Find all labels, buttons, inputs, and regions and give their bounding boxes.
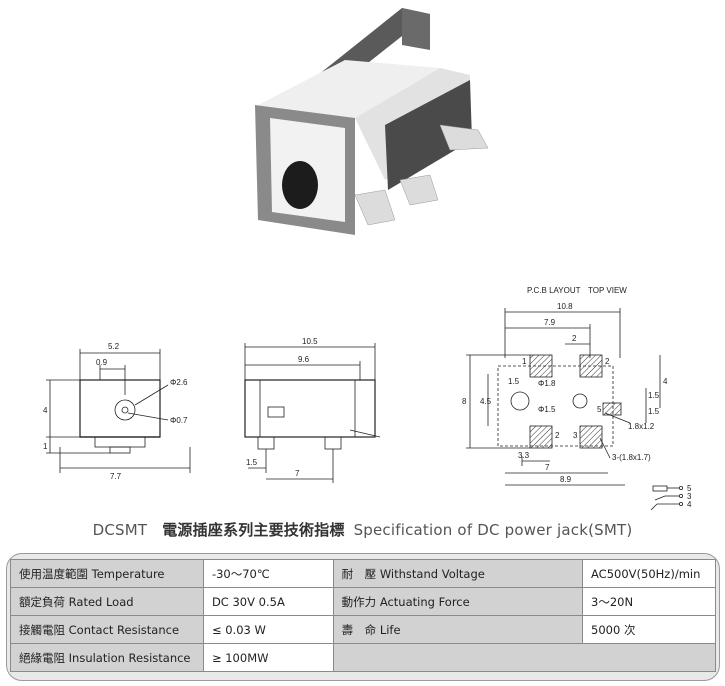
- pad-2-bottom-left: [529, 425, 553, 449]
- label-zh: 接觸電阻: [19, 622, 65, 637]
- label-en: Temperature: [91, 566, 165, 581]
- table-row: 接觸電阻 Contact Resistance ≤ 0.03 W 壽 命 Lif…: [10, 615, 716, 644]
- label-zh: 耐 壓: [341, 566, 377, 581]
- front-w-mid: 0.9: [96, 358, 108, 367]
- pad-label-2b: 2: [605, 357, 610, 366]
- table-row: 使用温度範圍 Temperature -30～70℃ 耐 壓 Withstand…: [10, 559, 716, 588]
- spec-value-cell: DC 30V 0.5A: [202, 587, 334, 616]
- title-chinese: 電源插座系列主要技術指標: [162, 521, 345, 539]
- spec-label-cell: 耐 壓 Withstand Voltage: [332, 559, 584, 588]
- spec-label-cell: 動作力 Actuating Force: [332, 587, 584, 616]
- schematic-pin-4: 4: [687, 500, 692, 509]
- empty-cell: [332, 643, 717, 672]
- label-en: Life: [379, 622, 401, 637]
- pad-top-right: [579, 354, 603, 378]
- label-zh: 動作力: [341, 594, 377, 609]
- front-dia-small: Φ0.7: [170, 416, 188, 425]
- pcb-h-mid: 4.5: [480, 397, 492, 406]
- pcb-hole-small: Φ1.5: [538, 405, 556, 414]
- spec-value-cell: AC500V(50Hz)/min: [582, 559, 716, 588]
- label-zh: 壽 命: [341, 622, 377, 637]
- model-name: DCSMT: [92, 521, 148, 539]
- spec-table: 使用温度範圍 Temperature -30～70℃ 耐 壓 Withstand…: [10, 559, 717, 672]
- pcb-w2: 7.9: [544, 318, 556, 327]
- spec-label-cell: 壽 命 Life: [332, 615, 584, 644]
- pad-3-bottom-right: [579, 425, 603, 449]
- product-image: [255, 8, 489, 235]
- schematic-pin-3: 3: [687, 492, 692, 501]
- side-view-drawing: 10.5 9.6 1.5 7: [244, 337, 381, 483]
- pad-5: [602, 402, 622, 416]
- front-h-small: 1: [43, 442, 48, 451]
- side-w-small: 1.5: [246, 458, 258, 467]
- pcb-w-b2: 7: [545, 463, 550, 472]
- pcb-h-right3: 1.5: [648, 407, 660, 416]
- spec-value-cell: 5000 次: [582, 615, 716, 644]
- pcb-w-top: 10.8: [557, 302, 573, 311]
- label-en: Contact Resistance: [68, 622, 180, 637]
- jack-schematic: 5 3 4: [650, 484, 692, 511]
- pcb-h-right: 4: [663, 377, 668, 386]
- spec-label-cell: 使用温度範圍 Temperature: [10, 559, 204, 588]
- pad-label-3: 3: [573, 431, 578, 440]
- pcb-h-total: 8: [462, 397, 467, 406]
- pcb-hole-big: Φ1.8: [538, 379, 556, 388]
- pad-label-2a: 2: [555, 431, 560, 440]
- spec-label-cell: 額定負荷 Rated Load: [10, 587, 204, 616]
- front-w-bottom: 7.7: [110, 472, 122, 481]
- spec-value-cell: 3～20N: [582, 587, 716, 616]
- pad-label-5: 5: [597, 405, 602, 414]
- pcb-pad3-size: 3-(1.8x1.7): [612, 453, 651, 462]
- pcb-h-right2: 1.5: [648, 391, 660, 400]
- label-zh: 額定負荷: [19, 594, 65, 609]
- schematic-pin-5: 5: [687, 484, 692, 493]
- side-w-bottom: 7: [295, 469, 300, 478]
- pcb-pad5-size: 1.8x1.2: [628, 422, 655, 431]
- label-en: Insulation Resistance: [68, 650, 191, 665]
- side-w-mid: 9.6: [298, 355, 310, 364]
- table-row: 絕緣電阻 Insulation Resistance ≥ 100MW: [10, 643, 717, 672]
- label-en: Rated Load: [68, 594, 134, 609]
- top-view-label: TOP VIEW: [588, 286, 627, 295]
- spec-label-cell: 絕緣電阻 Insulation Resistance: [10, 643, 204, 672]
- spec-value-cell: -30～70℃: [202, 559, 334, 588]
- pad-label-1: 1: [522, 357, 527, 366]
- pad-1-top-left: [529, 354, 553, 378]
- pcb-w-b1: 3.3: [518, 451, 530, 460]
- label-zh: 絕緣電阻: [19, 650, 65, 665]
- title-english: Specification of DC power jack(SMT): [353, 521, 633, 539]
- pcb-w-b3: 8.9: [560, 475, 572, 484]
- table-row: 額定負荷 Rated Load DC 30V 0.5A 動作力 Actuatin…: [10, 587, 716, 616]
- pcb-w3: 2: [572, 334, 577, 343]
- front-h-left: 4: [43, 406, 48, 415]
- front-w-top: 5.2: [108, 342, 120, 351]
- label-zh: 使用温度範圍: [19, 566, 88, 581]
- pcb-layout-drawing: 10.8 7.9 2 8 4.5 4 1.5 1.5 1.5 Φ1.8 Φ1.5…: [462, 302, 668, 486]
- label-en: Withstand Voltage: [379, 566, 485, 581]
- side-w-top: 10.5: [302, 337, 318, 346]
- pcb-left-small: 1.5: [508, 377, 520, 386]
- spec-value-cell: ≤ 0.03 W: [202, 615, 334, 644]
- pcb-layout-label: P.C.B LAYOUT: [527, 286, 581, 295]
- front-dia-big: Φ2.6: [170, 378, 188, 387]
- spec-label-cell: 接觸電阻 Contact Resistance: [10, 615, 204, 644]
- label-en: Actuating Force: [379, 594, 470, 609]
- spec-title: DCSMT 電源插座系列主要技術指標 Specification of DC p…: [0, 519, 725, 540]
- front-view-drawing: 5.2 0.9 4 1 7.7 Φ2.6 Φ0.7: [43, 342, 191, 481]
- spec-value-cell: ≥ 100MW: [202, 643, 334, 672]
